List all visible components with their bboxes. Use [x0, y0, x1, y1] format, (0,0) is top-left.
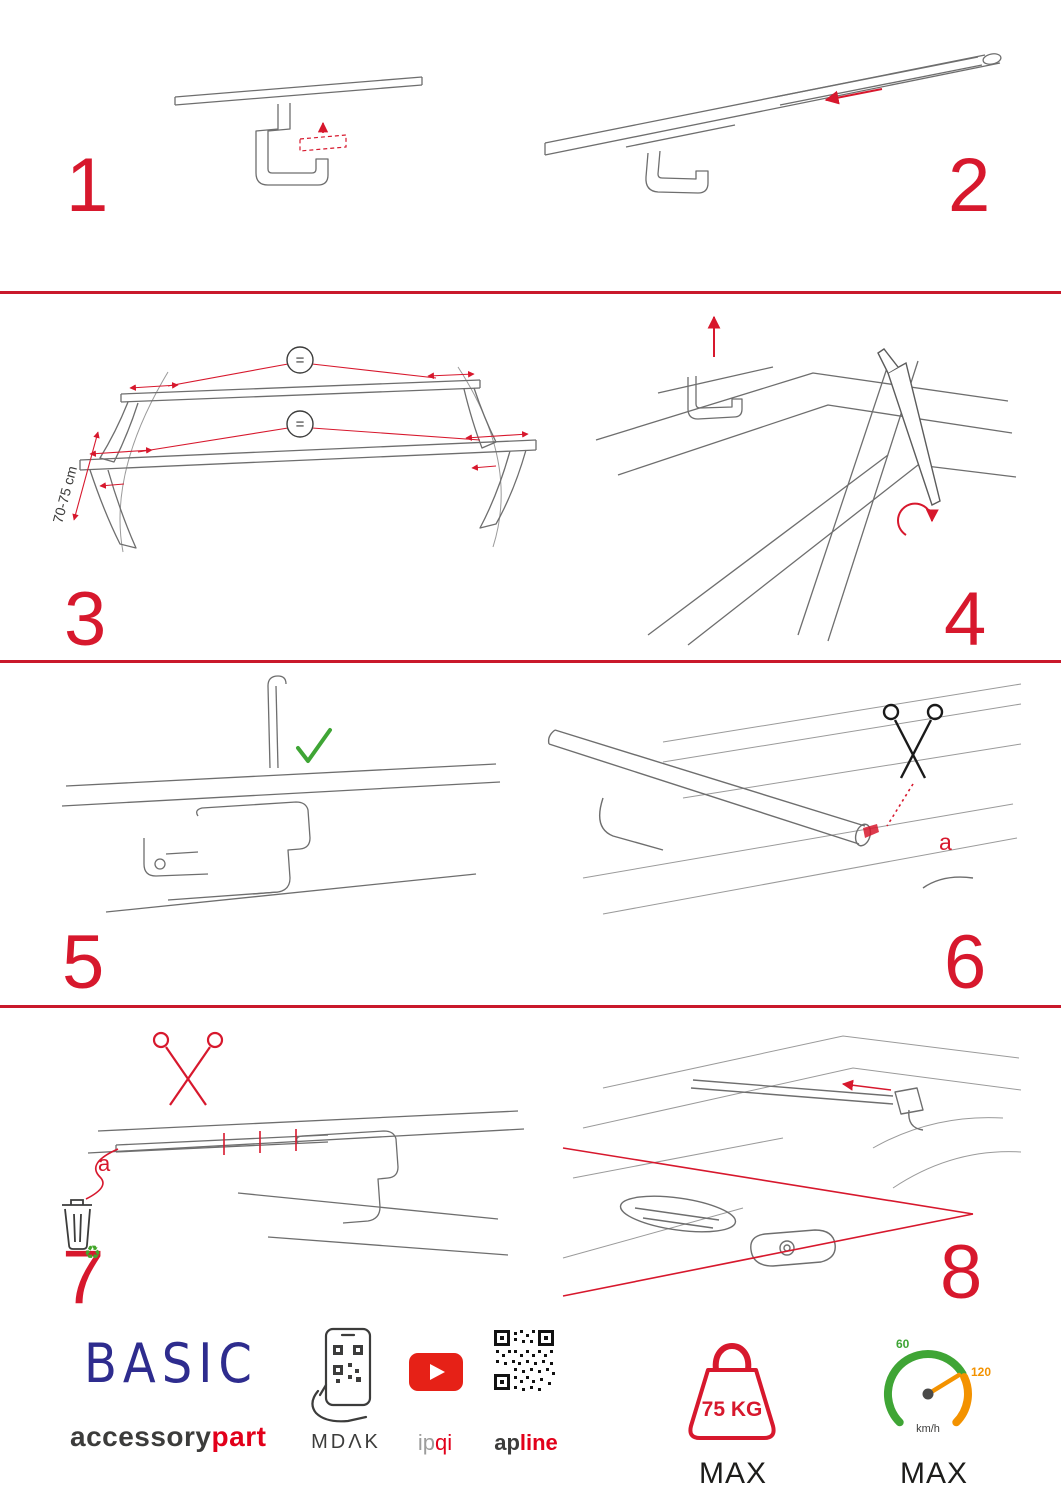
video-badge-left: ip [417, 1430, 435, 1455]
app-badge-label: MDΛK [311, 1431, 381, 1453]
step-8-number: 8 [940, 1230, 983, 1315]
speed-low-label: 60 [896, 1337, 910, 1351]
section-divider-3 [0, 1005, 1061, 1008]
qr-badge-label: apline [482, 1430, 570, 1456]
qr-code [494, 1330, 555, 1391]
brand-wordmark: accessorypart [70, 1421, 266, 1453]
youtube-icon [409, 1353, 463, 1391]
max-weight-icon: 75 KG [688, 1343, 776, 1440]
step-4-drawing [595, 315, 1017, 646]
part-label-a: a [98, 1151, 111, 1176]
roof-corner-art [595, 360, 1017, 646]
alignment-guides [562, 1079, 974, 1297]
trash-icon [62, 1199, 92, 1250]
video-badge-right: qi [435, 1430, 453, 1455]
step-6-number: 6 [944, 920, 987, 1005]
roof-rail-clamp-art [174, 76, 423, 186]
svg-text:=: = [296, 416, 305, 433]
roof-slats [582, 683, 1022, 915]
step-7-number: 7 [62, 1235, 105, 1320]
equal-badge-bottom: = [286, 410, 314, 438]
weight-value: 75 KG [702, 1398, 763, 1421]
speedometer-icon: 60 120 km/h [883, 1337, 991, 1435]
allen-key [877, 348, 941, 506]
gauge-hub [922, 1388, 934, 1400]
check-icon [296, 728, 332, 763]
crossbar-end-art [547, 729, 974, 889]
equal-badge-top: = [286, 346, 314, 374]
slide-direction-arrow [824, 88, 883, 105]
speed-high-label: 120 [971, 1365, 991, 1379]
scissors-icon [882, 703, 944, 779]
step-1-drawing [174, 76, 423, 186]
qr-badge-left: ap [494, 1430, 520, 1455]
cut-line [886, 783, 914, 827]
gauge-orange-arc [952, 1373, 972, 1427]
rubber-pad-indicator [299, 121, 347, 152]
step-6-drawing: a [547, 683, 1022, 915]
max-speed-label: MAX [899, 1457, 968, 1490]
gauge-needle [925, 1372, 962, 1397]
cut-marks [85, 1129, 297, 1200]
video-badge-label: ipqi [400, 1430, 470, 1456]
step-3-number: 3 [64, 577, 107, 662]
phone-qr-icon [311, 1327, 372, 1423]
step-4-number: 4 [944, 577, 987, 662]
roof-rail-background [562, 1035, 1022, 1259]
step-5-number: 5 [62, 920, 105, 1005]
qr-badge-right: line [519, 1430, 558, 1455]
wordmark-right: part [211, 1421, 267, 1452]
insert-and-rotate-arrows [707, 315, 939, 536]
scissors-icon [152, 1031, 224, 1106]
dimension-lines [72, 363, 529, 521]
max-weight-label: MAX [698, 1457, 767, 1490]
step-3-drawing: = = 70-75 cm [49, 346, 537, 553]
recycle-icon: ♻ [84, 1243, 101, 1264]
wordmark-left: accessory [70, 1421, 212, 1452]
svg-text:=: = [296, 352, 305, 369]
gauge-green-arc [883, 1349, 967, 1427]
step-2-number: 2 [948, 143, 991, 228]
speed-unit-label: km/h [916, 1423, 940, 1435]
roof-outline [119, 366, 502, 553]
rubber-strip-end [863, 824, 879, 838]
clamp-pin-art [61, 675, 501, 913]
crossbars-art [79, 379, 537, 549]
step-5-drawing [61, 675, 501, 913]
crossbar-slide-art [544, 53, 1002, 194]
section-divider-2 [0, 660, 1061, 663]
part-label-a: a [939, 829, 952, 855]
step-1-number: 1 [66, 143, 109, 228]
step-8-drawing [562, 1035, 1022, 1297]
clamp-feet-art [619, 1079, 924, 1267]
step-2-drawing [544, 53, 1002, 194]
step-7-drawing: a ♻ [62, 1031, 525, 1264]
strip-and-clamp-art [87, 1110, 525, 1256]
brand-logo: BASIC [84, 1332, 258, 1396]
section-divider-1 [0, 291, 1061, 294]
